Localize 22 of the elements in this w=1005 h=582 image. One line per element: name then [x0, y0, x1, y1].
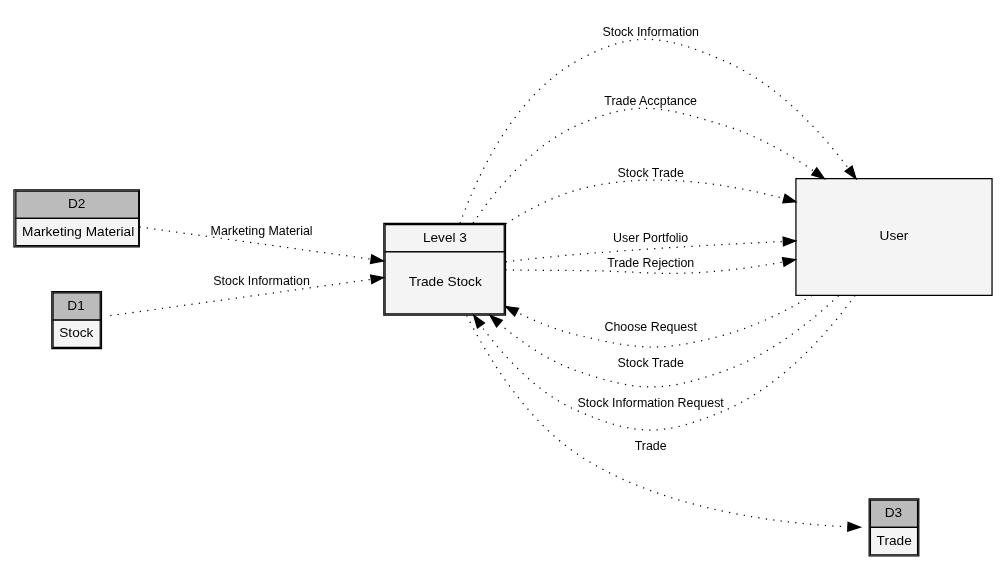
arrow	[503, 294, 813, 348]
edge-label: Stock Information	[601, 24, 699, 39]
arrow	[465, 314, 862, 532]
edge-label: Marketing Material	[210, 223, 313, 238]
arrow	[138, 226, 385, 265]
edge-label: Stock Trade	[617, 356, 684, 371]
arrow	[458, 38, 857, 224]
arrow	[504, 179, 798, 225]
arrow	[109, 274, 385, 317]
edge-label: User Portfolio	[612, 230, 688, 245]
edge-label: Trade Accptance	[603, 94, 697, 109]
edge-label: Stock Information Request	[577, 396, 724, 411]
arrow	[488, 295, 839, 388]
edge-label: Choose Request	[603, 320, 697, 335]
edge-label: Stock Information	[212, 274, 310, 289]
edge-label: Stock Trade	[617, 166, 684, 181]
arrow	[471, 107, 826, 224]
edge-label: Trade	[634, 439, 667, 454]
arrow	[504, 236, 798, 263]
edge-label: Trade Rejection	[606, 255, 694, 270]
arrow	[472, 294, 856, 431]
node-box: User	[794, 178, 993, 296]
